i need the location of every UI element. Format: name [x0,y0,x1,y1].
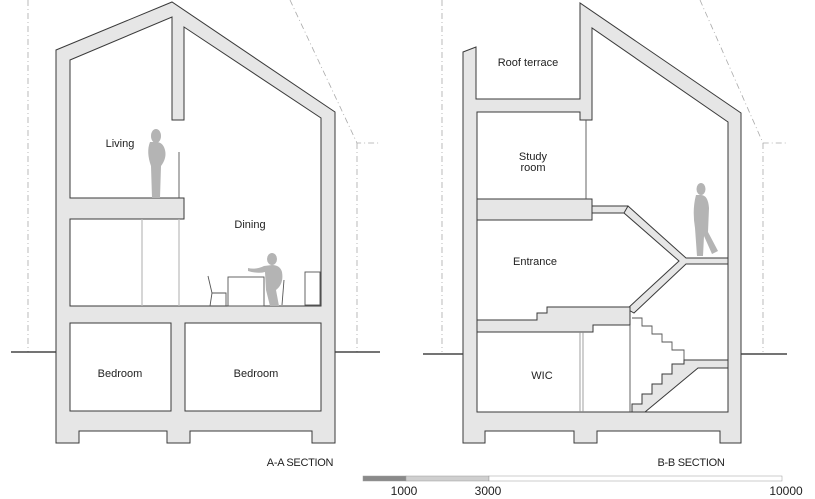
room-label: Study [519,151,548,163]
boundary-dashed-lines [441,0,787,352]
slabs-and-stairs [476,120,729,413]
room-label: Bedroom [98,368,143,380]
person-standing-icon [148,129,166,198]
stair-landing [591,205,629,214]
scale-label: 3000 [475,484,502,498]
boundary-dashed-lines [27,0,380,352]
section-title: A-A SECTION [267,457,334,469]
section-title: B-B SECTION [658,457,725,469]
room-labels: Living Dining Bedroom Bedroom [98,138,279,380]
entrance-floor-slab [476,306,631,333]
room-label: Roof terrace [498,57,559,69]
person-sitting-icon [248,253,283,306]
lower-stair-upper-run [632,317,685,360]
section-b-b: Roof terrace Study room Entrance WIC B-B… [423,0,787,469]
scale-label: 1000 [391,484,418,498]
room-label: Living [106,138,135,150]
scale-label: 10000 [769,484,803,498]
scale-segment-1 [362,475,407,482]
furniture [141,152,321,307]
bedroom-1 [69,322,172,412]
study-floor-slab [476,198,593,221]
upper-stair [623,205,729,314]
scale-segment-3 [488,475,783,482]
room-label: room [520,162,545,174]
bedroom-2 [184,322,322,412]
room-label: Bedroom [234,368,279,380]
chair [207,275,227,306]
room-label: Entrance [513,256,557,268]
room-label: WIC [531,370,552,382]
living-dining-space [69,16,322,307]
room-labels: Roof terrace Study room Entrance WIC [498,57,559,382]
dining-table [227,276,265,307]
section-a-a: Living Dining Bedroom Bedroom A-A SECTIO… [11,0,380,469]
cabinet [304,271,321,306]
scale-segment-2 [405,475,490,482]
room-label: Dining [234,219,265,231]
person-walking-icon [693,183,718,256]
lower-stair [631,359,729,413]
scale-bar: 1000 3000 10000 [362,475,803,498]
